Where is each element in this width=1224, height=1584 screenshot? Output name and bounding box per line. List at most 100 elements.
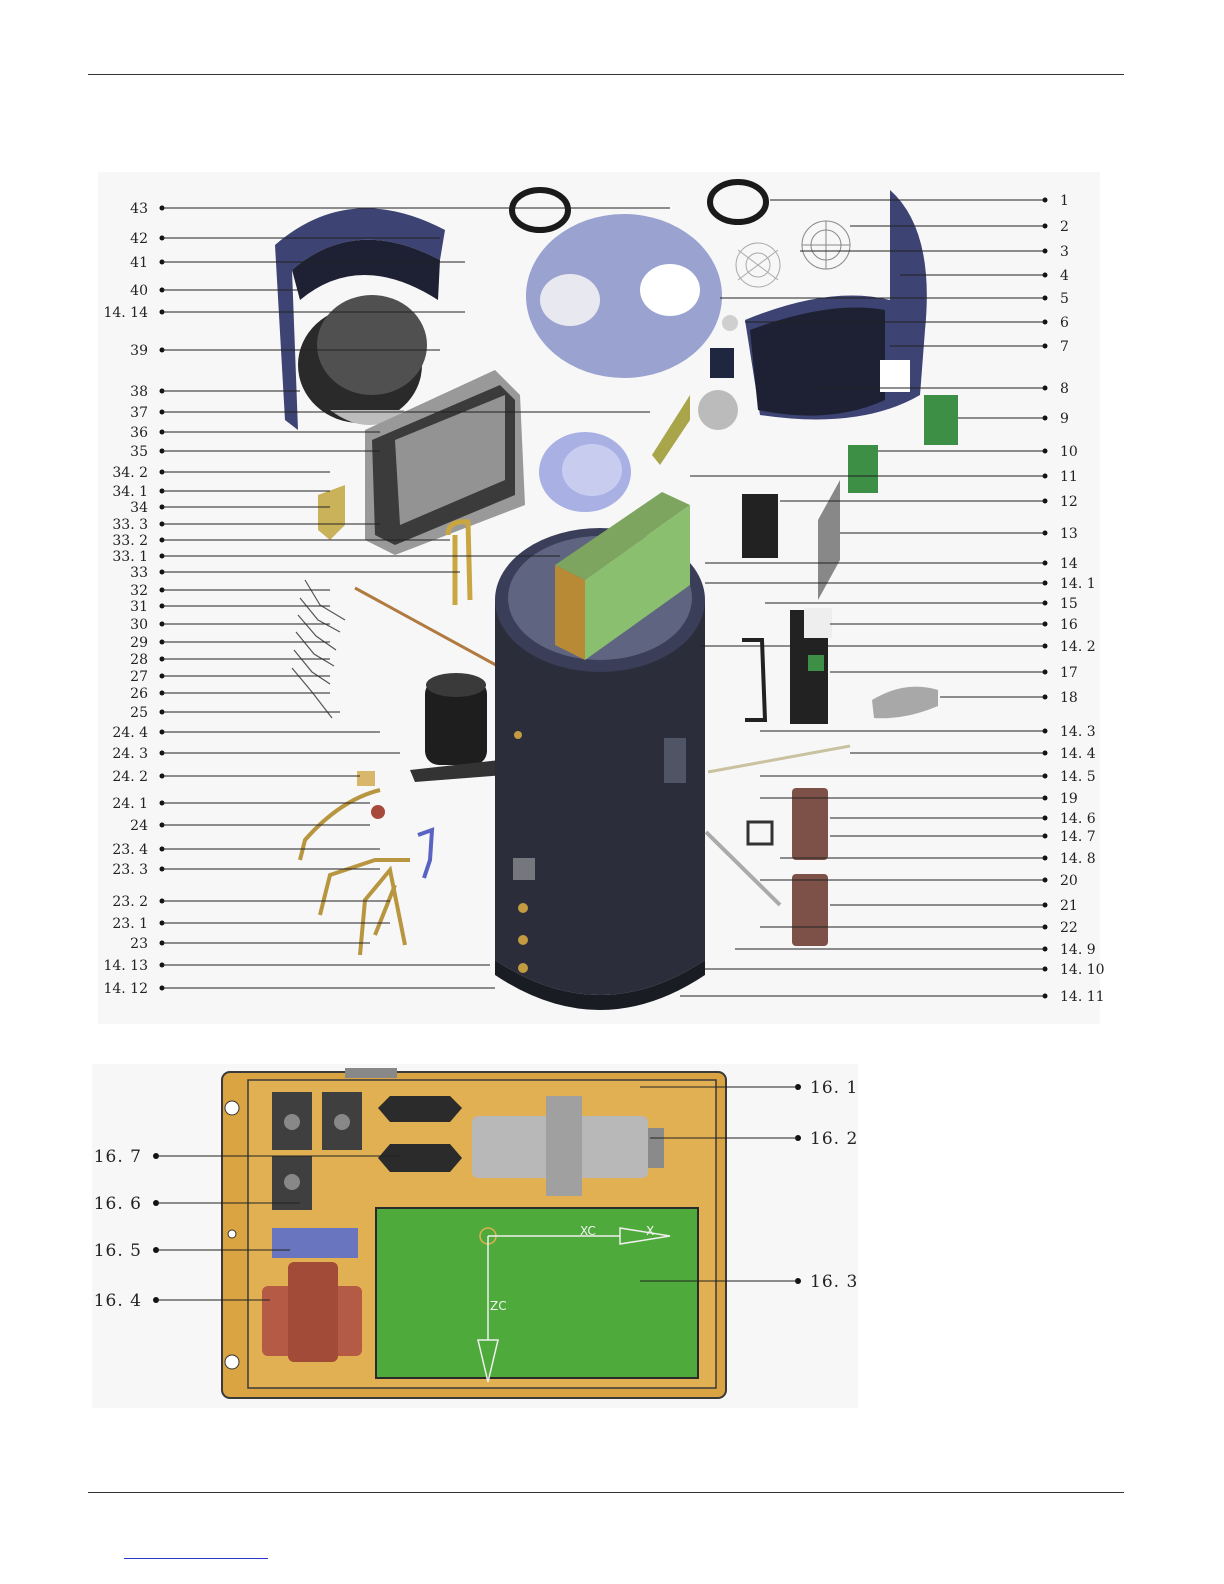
callout-label-left: 23. 4 bbox=[112, 842, 148, 858]
plate-14-6 bbox=[792, 788, 828, 860]
callout-label-right: 10 bbox=[1060, 444, 1078, 460]
callout-label-bottom-right: 16. 3 bbox=[810, 1272, 858, 1292]
callout-label-right: 20 bbox=[1060, 873, 1078, 889]
callout-label-left: 14. 12 bbox=[103, 981, 148, 997]
callout-label-left: 25 bbox=[130, 705, 148, 721]
callout-label-bottom-right: 16. 2 bbox=[810, 1129, 858, 1149]
callout-label-right: 14. 5 bbox=[1060, 769, 1096, 785]
callout-label-left: 31 bbox=[130, 599, 148, 615]
callout-label-right: 9 bbox=[1060, 411, 1069, 427]
callout-label-left: 33 bbox=[130, 565, 148, 581]
right-side-cover bbox=[745, 190, 927, 420]
transformer bbox=[262, 1262, 362, 1362]
callout-label-right: 14. 1 bbox=[1060, 576, 1096, 592]
sensor-wires bbox=[291, 579, 346, 719]
callout-label-left: 37 bbox=[130, 405, 148, 421]
callout-label-left: 27 bbox=[130, 669, 148, 685]
callout-label-right: 19 bbox=[1060, 791, 1078, 807]
callout-label-left: 24. 2 bbox=[112, 769, 148, 785]
footer-rule bbox=[88, 1492, 1124, 1493]
compressor bbox=[410, 673, 505, 782]
callout-label-right: 21 bbox=[1060, 898, 1078, 914]
grille-3 bbox=[735, 242, 781, 288]
copper-pipe-32 bbox=[354, 586, 506, 672]
callout-label-left: 33. 2 bbox=[112, 533, 148, 549]
handle-cover-18 bbox=[872, 686, 938, 719]
fan-ring-left bbox=[509, 187, 571, 233]
header-rule bbox=[88, 74, 1124, 75]
top-cover-plate bbox=[526, 214, 722, 378]
left-side-cover bbox=[275, 208, 445, 430]
callout-label-right: 17 bbox=[1060, 665, 1078, 681]
motor-bracket bbox=[652, 395, 690, 465]
callout-label-left: 29 bbox=[130, 635, 148, 651]
callout-label-left: 24. 3 bbox=[112, 746, 148, 762]
fan-ring-right bbox=[707, 179, 769, 225]
callout-label-left: 33. 1 bbox=[112, 549, 148, 565]
rod-20 bbox=[704, 830, 782, 907]
callout-label-left: 30 bbox=[130, 617, 148, 633]
relay-top bbox=[378, 1096, 462, 1122]
callout-label-left: 14. 14 bbox=[103, 305, 148, 321]
callout-label-right: 15 bbox=[1060, 596, 1078, 612]
terminal-blocks bbox=[272, 1092, 362, 1210]
callout-label-right: 1 bbox=[1060, 193, 1069, 209]
callout-label-left: 40 bbox=[130, 283, 148, 299]
callout-label-left: 43 bbox=[130, 201, 148, 217]
callout-label-left: 35 bbox=[130, 444, 148, 460]
callout-label-left: 23. 3 bbox=[112, 862, 148, 878]
callout-label-right: 16 bbox=[1060, 617, 1078, 633]
axis-x-label: XC bbox=[580, 1224, 596, 1238]
valve-24-2 bbox=[357, 771, 375, 786]
callout-label-left: 23 bbox=[130, 936, 148, 952]
callout-label-right: 3 bbox=[1060, 244, 1069, 260]
callout-label-right: 5 bbox=[1060, 291, 1069, 307]
callout-label-bottom-left: 16. 7 bbox=[94, 1147, 142, 1167]
callout-label-left: 39 bbox=[130, 343, 148, 359]
copper-pipe-33 bbox=[445, 519, 473, 605]
callout-label-left: 41 bbox=[130, 255, 148, 271]
callout-label-right: 11 bbox=[1060, 469, 1078, 485]
callout-label-right: 18 bbox=[1060, 690, 1078, 706]
callout-label-left: 33. 3 bbox=[112, 517, 148, 533]
valve-24-1 bbox=[371, 805, 385, 819]
fan-housing bbox=[298, 295, 427, 425]
callout-label-bottom-left: 16. 4 bbox=[94, 1291, 142, 1311]
display-board-9 bbox=[924, 395, 958, 445]
fan-motor bbox=[698, 390, 738, 430]
callout-label-bottom-right: 16. 1 bbox=[810, 1078, 858, 1098]
callout-label-right: 14. 9 bbox=[1060, 942, 1096, 958]
blower-wheel bbox=[539, 432, 631, 512]
cover-12 bbox=[742, 494, 778, 558]
callout-label-right: 14. 3 bbox=[1060, 724, 1096, 740]
callout-label-right: 14. 11 bbox=[1060, 989, 1105, 1005]
callout-label-right: 6 bbox=[1060, 315, 1069, 331]
callout-label-left: 36 bbox=[130, 425, 148, 441]
axis-z-label: ZC bbox=[490, 1299, 507, 1313]
bracket-14-6 bbox=[746, 820, 774, 846]
callout-label-right: 14. 10 bbox=[1060, 962, 1105, 978]
callout-label-left: 14. 13 bbox=[103, 958, 148, 974]
electric-box bbox=[790, 608, 832, 724]
callout-label-left: 24. 4 bbox=[112, 725, 148, 741]
callout-label-right: 12 bbox=[1060, 494, 1078, 510]
callout-label-left: 34. 2 bbox=[112, 465, 148, 481]
plate-21 bbox=[792, 874, 828, 946]
motor-plate bbox=[710, 348, 734, 378]
axis-x2-label: X bbox=[646, 1224, 654, 1238]
relay-bottom bbox=[378, 1144, 462, 1172]
callout-label-right: 8 bbox=[1060, 381, 1069, 397]
capacitor bbox=[472, 1096, 664, 1196]
callout-label-left: 24. 1 bbox=[112, 796, 148, 812]
callout-label-left: 34. 1 bbox=[112, 484, 148, 500]
callout-label-left: 23. 1 bbox=[112, 916, 148, 932]
callout-label-right: 4 bbox=[1060, 268, 1069, 284]
panel-13 bbox=[818, 480, 840, 600]
footer-link-underline[interactable] bbox=[124, 1558, 268, 1559]
callout-label-left: 28 bbox=[130, 652, 148, 668]
callout-label-right: 14. 7 bbox=[1060, 829, 1096, 845]
expansion-valve-23-4 bbox=[417, 827, 435, 879]
callout-label-right: 2 bbox=[1060, 219, 1069, 235]
callout-label-left: 32 bbox=[130, 583, 148, 599]
